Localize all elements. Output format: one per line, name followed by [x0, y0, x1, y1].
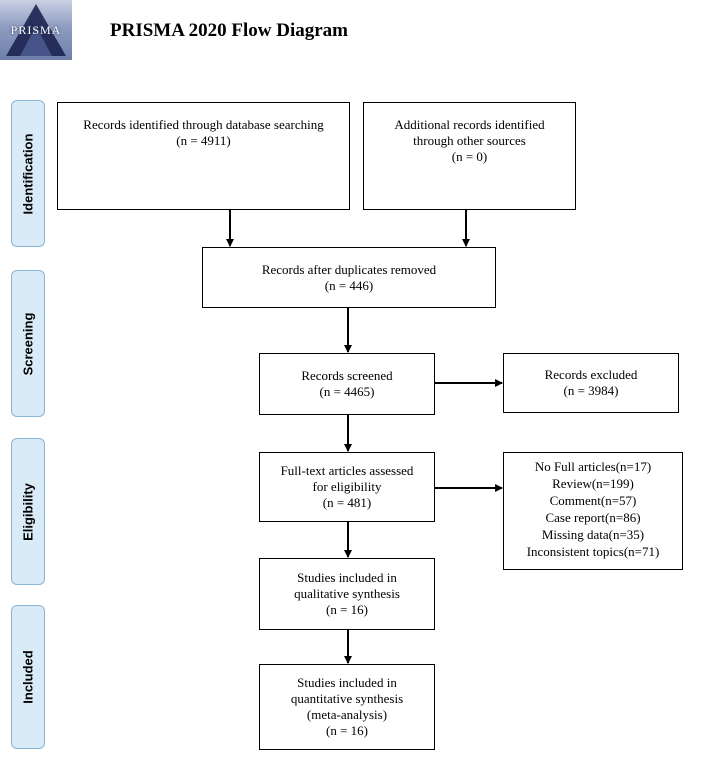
exclusion-reason-item: Inconsistent topics(n=71): [526, 544, 660, 559]
phase-identification-label: Identification: [20, 133, 36, 214]
box-after-duplicates: Records after duplicates removed (n = 44…: [202, 247, 496, 308]
quantitative-label-line1: Studies included in: [297, 675, 397, 690]
box-records-screened: Records screened (n = 4465): [259, 353, 435, 415]
phase-identification: Identification: [11, 100, 45, 247]
box-fulltext-excluded: No Full articles(n=17) Review(n=199) Com…: [503, 452, 683, 570]
box-other-sources: Additional records identified through ot…: [363, 102, 576, 210]
phase-screening: Screening: [11, 270, 45, 417]
exclusion-reason-item: Review(n=199): [552, 476, 634, 491]
exclusion-reason-item: Case report(n=86): [545, 510, 641, 525]
qualitative-label-line1: Studies included in: [297, 570, 397, 585]
database-search-label: Records identified through database sear…: [83, 117, 324, 132]
box-records-excluded: Records excluded (n = 3984): [503, 353, 679, 413]
quantitative-label-line3: (meta-analysis): [306, 707, 388, 722]
other-sources-count: (n = 0): [451, 149, 488, 164]
box-qualitative-synthesis: Studies included in qualitative synthesi…: [259, 558, 435, 630]
page-title: PRISMA 2020 Flow Diagram: [110, 20, 349, 41]
exclusion-reason-item: Comment(n=57): [549, 493, 637, 508]
exclusion-reason-item: Missing data(n=35): [541, 527, 645, 542]
other-sources-label-line1: Additional records identified: [394, 117, 545, 132]
screened-count: (n = 4465): [319, 384, 375, 399]
logo-triangle-graphic: [6, 4, 66, 56]
phase-included-label: Included: [20, 650, 36, 704]
fulltext-label-line2: for eligibility: [312, 479, 382, 494]
logo-text: PRISMA: [10, 23, 62, 37]
phase-included: Included: [11, 605, 45, 749]
excluded-label: Records excluded: [544, 367, 638, 382]
after-duplicates-count: (n = 446): [324, 277, 374, 293]
screened-label: Records screened: [301, 368, 393, 383]
fulltext-count: (n = 481): [322, 495, 372, 510]
fulltext-label-line1: Full-text articles assessed: [280, 463, 414, 478]
excluded-count: (n = 3984): [563, 383, 619, 398]
box-fulltext-assessed: Full-text articles assessed for eligibil…: [259, 452, 435, 522]
quantitative-count: (n = 16): [326, 723, 368, 738]
exclusion-reason-item: No Full articles(n=17): [534, 459, 652, 474]
quantitative-label-line2: quantitative synthesis: [290, 691, 404, 706]
qualitative-count: (n = 16): [326, 602, 368, 617]
after-duplicates-label: Records after duplicates removed: [261, 261, 437, 277]
qualitative-label-line2: qualitative synthesis: [294, 586, 400, 601]
phase-eligibility-label: Eligibility: [20, 482, 36, 541]
phase-eligibility: Eligibility: [11, 438, 45, 585]
database-search-count: (n = 4911): [176, 133, 231, 148]
box-database-search: Records identified through database sear…: [57, 102, 350, 210]
other-sources-label-line2: through other sources: [413, 133, 526, 148]
box-quantitative-synthesis: Studies included in quantitative synthes…: [259, 664, 435, 750]
prisma-logo: PRISMA: [0, 0, 72, 60]
phase-screening-label: Screening: [20, 312, 36, 375]
